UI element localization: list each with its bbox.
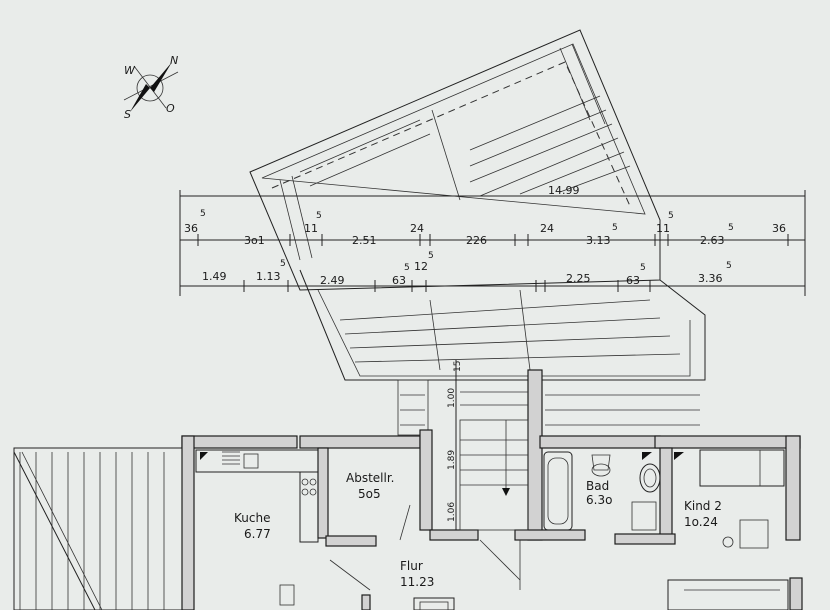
dim-r2-7: 3.36 xyxy=(698,272,723,285)
vdim-2: 1.06 xyxy=(447,502,457,522)
compass-rose-icon: N O S W xyxy=(123,54,178,121)
roof-area-left xyxy=(13,447,185,610)
room-kitchen-name: Kuche xyxy=(234,511,270,525)
dim-overall: 14.99 xyxy=(548,184,580,197)
dim-r1-5: 226 xyxy=(466,234,487,247)
room-bath-name: Bad xyxy=(586,479,609,493)
child-room-fixtures xyxy=(674,449,785,549)
dim-r1-8: 11 xyxy=(656,222,670,235)
dim-r2-2: 2.49 xyxy=(320,274,345,287)
vdim-1: 1.89 xyxy=(447,450,457,470)
walls xyxy=(181,369,803,610)
dim-r1-1: 3o1 xyxy=(244,234,265,247)
dim-r2-1: 1.13 xyxy=(256,270,281,283)
compass-w: W xyxy=(124,64,136,77)
dim-r2-4: 12 xyxy=(414,260,428,273)
compass-n: N xyxy=(170,54,178,67)
dim-r2-sup-3: 5 xyxy=(640,263,646,273)
dim-r1-sup-4: 5 xyxy=(728,223,734,233)
dim-r2-sup-0: 5 xyxy=(280,259,286,269)
compass-s: S xyxy=(124,108,131,121)
dim-r1-sup-1: 5 xyxy=(316,211,322,221)
room-hall-name: Flur xyxy=(400,559,423,573)
dim-r2-sup-2: 5 xyxy=(428,251,434,261)
compass-o: O xyxy=(166,102,175,115)
dim-r2-0: 1.49 xyxy=(202,270,227,283)
room-hall-area: 11.23 xyxy=(400,575,434,589)
room-bath-area: 6.3o xyxy=(586,493,612,507)
dim-r1-3: 2.51 xyxy=(352,234,377,247)
dim-r1-sup-0: 5 xyxy=(200,209,206,219)
dim-r1-2: 11 xyxy=(304,222,318,235)
room-child-name: Kind 2 xyxy=(684,499,722,513)
vertical-dimensions: 1.00 1.89 1.06 15 xyxy=(447,360,463,540)
room-labels: Kuche 6.77 Abstellr. 5o5 Bad 6.3o Kind 2… xyxy=(234,471,722,589)
dimension-lines xyxy=(179,190,806,296)
stair-small-label: 15 xyxy=(453,361,463,372)
bath-fixtures xyxy=(543,451,661,531)
dim-r1-sup-3: 5 xyxy=(668,211,674,221)
dim-r1-6: 24 xyxy=(540,222,554,235)
dim-r2-5: 2.25 xyxy=(566,272,591,285)
dim-r2-sup-1: 5 xyxy=(404,263,410,273)
room-storage-area: 5o5 xyxy=(358,487,381,501)
hall-fixtures xyxy=(329,504,789,610)
dim-r1-0: 36 xyxy=(184,222,198,235)
kitchen-fixtures xyxy=(195,449,319,606)
dim-r1-10: 36 xyxy=(772,222,786,235)
dim-r1-4: 24 xyxy=(410,222,424,235)
rotated-staircase xyxy=(249,29,661,291)
dim-r2-6: 63 xyxy=(626,274,640,287)
dim-r1-sup-2: 5 xyxy=(612,223,618,233)
room-storage-name: Abstellr. xyxy=(346,471,394,485)
room-child-area: 1o.24 xyxy=(684,515,718,529)
vdim-0: 1.00 xyxy=(447,388,457,408)
dimension-labels: 14.99 36 5 3o1 11 5 2.51 24 226 24 3.13 … xyxy=(184,184,786,287)
dim-r1-9: 2.63 xyxy=(700,234,725,247)
lower-staircase xyxy=(299,269,706,436)
room-kitchen-area: 6.77 xyxy=(244,527,271,541)
inner-staircase xyxy=(459,391,529,531)
dim-r2-3: 63 xyxy=(392,274,406,287)
dim-r1-7: 3.13 xyxy=(586,234,611,247)
dim-r2-sup-4: 5 xyxy=(726,261,732,271)
